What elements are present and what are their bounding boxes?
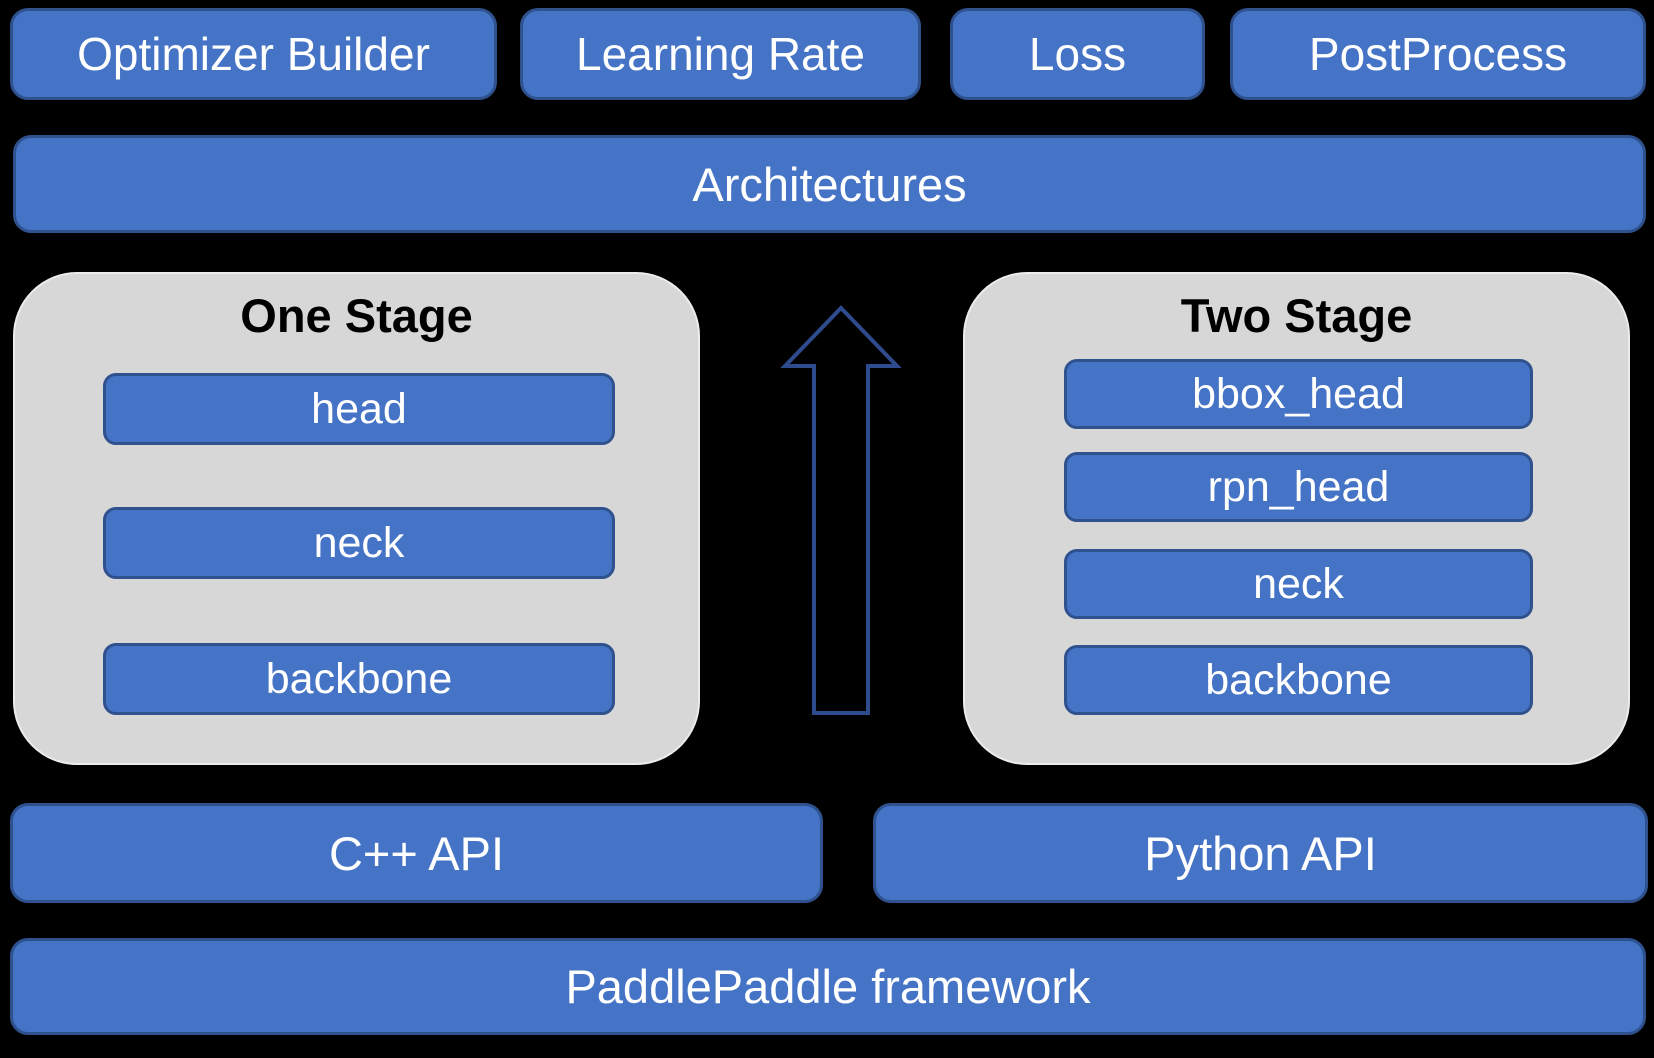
one-stage-layer-neck: neck [103,507,615,579]
box-learning-rate: Learning Rate [520,8,921,100]
one-stage-layer-head: head [103,373,615,445]
box-cpp-api: C++ API [10,803,823,903]
two-stage-layer-backbone: backbone [1064,645,1533,715]
up-arrow-icon [780,300,905,720]
two-stage-layer-bbox-head: bbox_head [1064,359,1533,429]
box-optimizer-builder: Optimizer Builder [10,8,497,100]
one-stage-title: One Stage [240,289,473,342]
one-stage-layer-backbone: backbone [103,643,615,715]
two-stage-title: Two Stage [1180,289,1413,342]
container-two-stage: Two Stage bbox_head rpn_head neck backbo… [963,272,1630,765]
bar-paddlepaddle-framework: PaddlePaddle framework [10,938,1646,1035]
bar-architectures: Architectures [13,135,1646,233]
box-loss: Loss [950,8,1205,100]
box-python-api: Python API [873,803,1648,903]
box-postprocess: PostProcess [1230,8,1646,100]
two-stage-layer-neck: neck [1064,549,1533,619]
two-stage-layer-rpn-head: rpn_head [1064,452,1533,522]
container-one-stage: One Stage head neck backbone [13,272,700,765]
